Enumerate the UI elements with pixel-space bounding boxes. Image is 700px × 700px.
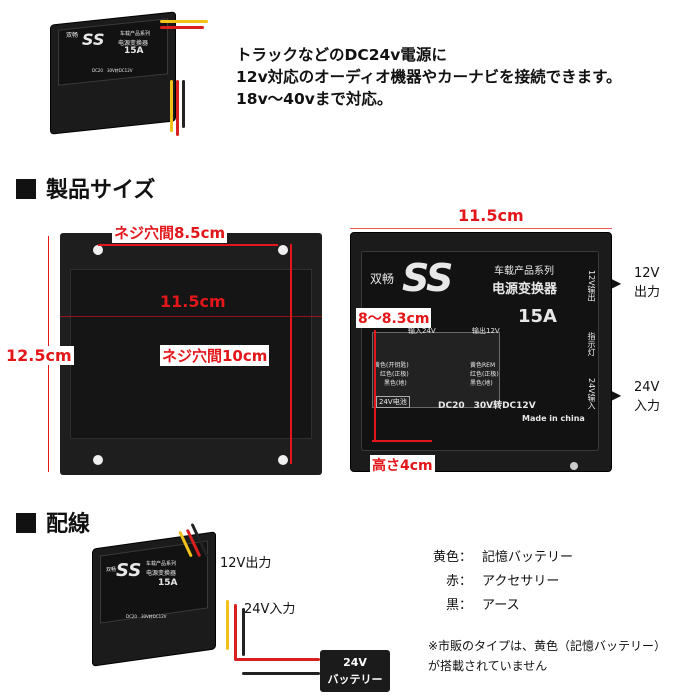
battery-line-2: バッテリー — [327, 673, 383, 686]
wiring-output-label: 12V出力 — [220, 556, 272, 571]
intro-line-3: 18v～40vまで対応。 — [236, 90, 393, 108]
wire-yellow-rem-text: 黄色REM — [470, 362, 496, 369]
plate-width-label: 11.5cm — [160, 292, 226, 311]
series-text-bottom: 车载产品系列 — [146, 561, 177, 567]
legend-value: アース — [482, 598, 520, 613]
legend-row: 赤： アクセサリー — [408, 570, 573, 594]
body-height-label: 高さ4cm — [370, 455, 435, 475]
section-size-title: 製品サイズ — [16, 172, 155, 204]
battery-label-text: 24V电池 — [376, 396, 410, 408]
wiring-diagram-panel — [372, 332, 500, 408]
intro-line-1: トラックなどのDC24v電源に — [236, 46, 447, 64]
name-text-top: 电源变换器 — [118, 40, 149, 47]
legend-row: 黄色： 記憶バッテリー — [408, 546, 573, 570]
output-port-value: 12V — [634, 266, 660, 281]
input-port-value: 24V — [634, 380, 660, 395]
legend-key: 黒： — [445, 598, 472, 613]
output-arrow-icon: ▶ — [612, 276, 622, 290]
screw-hole-icon — [278, 245, 288, 255]
output-port-text: 出力 — [634, 285, 661, 300]
legend-key: 赤： — [445, 574, 472, 589]
wire-color-legend: 黄色： 記憶バッテリー 赤： アクセサリー 黒： アース — [408, 546, 573, 618]
intro-text: トラックなどのDC24v電源に 12v対応のオーディオ機器やカーナビを接続できま… — [236, 44, 622, 110]
section-size-label: 製品サイズ — [46, 178, 156, 203]
input-label-text: 输入24V — [408, 327, 436, 335]
wiring-input-label: 24V入力 — [244, 602, 296, 617]
made-in-text: Made in china — [522, 414, 585, 423]
section-wiring-label: 配線 — [46, 512, 91, 537]
brand-text-top: 双畅 — [66, 32, 79, 39]
brand-text: 双畅 — [370, 272, 395, 286]
screw-width-line — [98, 244, 278, 246]
body-width-line — [350, 228, 612, 229]
series-text-top: 车载产品系列 — [120, 31, 151, 37]
series-text: 车载产品系列 — [494, 266, 554, 277]
screw-width-label: ネジ穴間8.5cm — [112, 222, 228, 243]
screw-hole-icon — [93, 245, 103, 255]
legend-row: 黒： アース — [408, 594, 573, 618]
note-line-1: ※市販のタイプは、黄色（記憶バッテリー） — [428, 639, 667, 653]
square-icon — [16, 179, 36, 199]
model-text-bottom: DC20 30V转DC12V — [126, 614, 167, 619]
intro-line-2: 12v対応のオーディオ機器やカーナビを接続できます。 — [236, 68, 622, 86]
input-port-label: 24V 入力 — [634, 378, 660, 416]
screw-hole-icon — [93, 455, 103, 465]
body-height-line — [372, 440, 432, 442]
indicator-text: 指示灯 — [587, 332, 596, 356]
screw-hole-icon — [570, 462, 578, 470]
wire-red-pos-text: 红色(正极) — [470, 371, 499, 378]
wire-black-text: 黑色(地) — [384, 380, 407, 387]
output-label-text: 输出12V — [472, 327, 500, 335]
plate-height-label: 12.5cm — [4, 346, 74, 365]
legend-value: アクセサリー — [482, 574, 560, 589]
name-text-bottom: 电源变换器 — [146, 570, 177, 577]
body-depth-label: 8～8.3cm — [356, 308, 432, 328]
logo-bottom: SS — [116, 560, 142, 581]
wire-yellow-text: 黄色(开钥匙) — [374, 362, 409, 369]
note-line-2: が搭載されていません — [428, 659, 548, 673]
battery-box: 24V バッテリー — [320, 650, 390, 692]
screw-height-label: ネジ穴間10cm — [160, 345, 270, 366]
input-port-text: 入力 — [634, 399, 661, 414]
output-side-text: 12V输出 — [587, 270, 596, 302]
model-text: DC20 30V转DC12V — [438, 401, 536, 411]
rating-text-top: 15A — [124, 46, 144, 56]
product-name-text: 电源变换器 — [492, 282, 558, 297]
legend-key: 黄色： — [432, 550, 472, 565]
brand-text-bottom: 双畅 — [106, 567, 117, 573]
screw-hole-icon — [278, 455, 288, 465]
battery-line-1: 24V — [343, 656, 367, 669]
plate-width-line — [60, 316, 322, 317]
output-port-label: 12V 出力 — [634, 264, 660, 302]
body-width-label: 11.5cm — [458, 206, 524, 225]
wire-red-text: 红色(正极) — [380, 371, 409, 378]
brand-logo: SS — [402, 256, 453, 300]
body-depth-line — [374, 330, 376, 440]
logo-top: SS — [82, 30, 105, 49]
screw-height-line — [290, 244, 292, 464]
legend-value: 記憶バッテリー — [482, 550, 574, 565]
note-text: ※市販のタイプは、黄色（記憶バッテリー） が搭載されていません — [428, 636, 666, 676]
section-wiring-title: 配線 — [16, 506, 90, 538]
input-arrow-icon: ▶ — [612, 388, 622, 402]
rating-text-bottom: 15A — [158, 578, 178, 588]
rating-text: 15A — [518, 306, 557, 327]
square-icon — [16, 513, 36, 533]
input-side-text: 24V输入 — [587, 378, 596, 410]
model-text-top: DC20 30V转DC12V — [92, 68, 133, 73]
wire-black-gnd-text: 黑色(地) — [470, 380, 493, 387]
